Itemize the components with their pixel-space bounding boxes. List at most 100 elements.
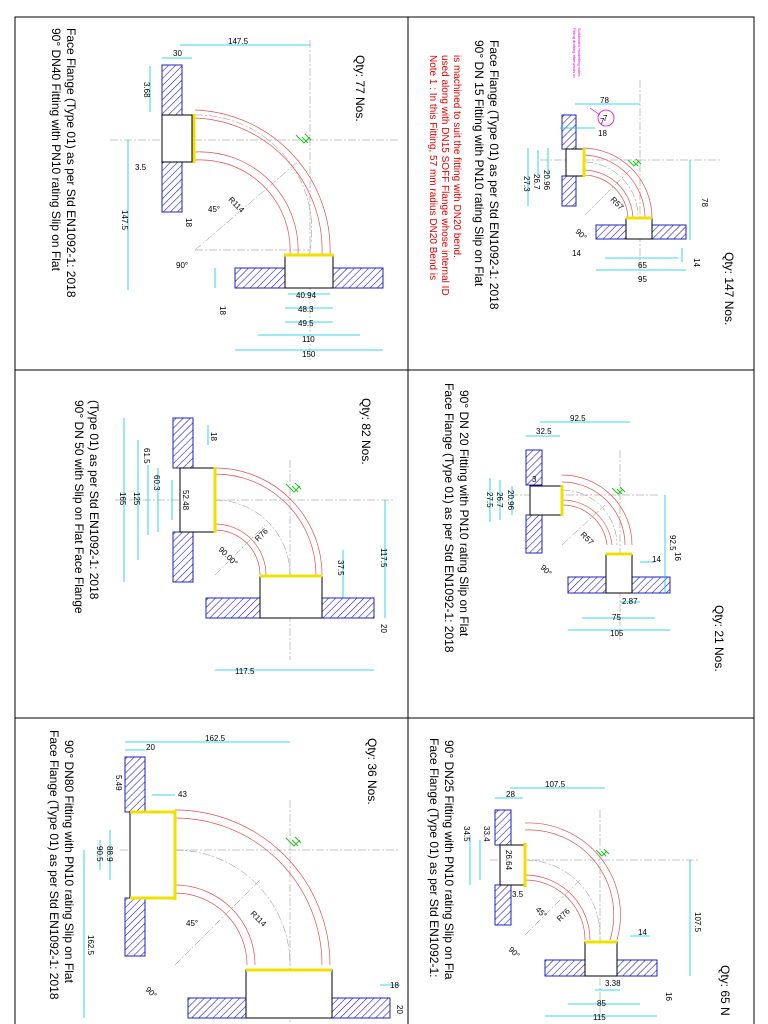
svg-text:90°: 90° bbox=[507, 945, 522, 960]
svg-text:3.5: 3.5 bbox=[512, 890, 524, 899]
svg-text:147.5: 147.5 bbox=[228, 37, 249, 46]
svg-text:3.5: 3.5 bbox=[135, 163, 147, 172]
svg-text:30: 30 bbox=[173, 49, 182, 58]
svg-text:20: 20 bbox=[395, 1005, 404, 1014]
svg-text:18: 18 bbox=[390, 981, 399, 990]
svg-text:88.9: 88.9 bbox=[105, 846, 114, 862]
svg-text:Fitting drafting afterwards to: Fitting drafting afterwards to bbox=[572, 28, 577, 78]
svg-text:14: 14 bbox=[652, 555, 661, 564]
svg-text:16: 16 bbox=[664, 992, 673, 1001]
cell-title-line2: (Type 01) as per Std EN1092-1: 2018 bbox=[87, 400, 101, 600]
cell-title-line2: Face Flange (Type 01) as per Std EN1092-… bbox=[64, 28, 78, 298]
svg-text:Solidworks modelling notes: Solidworks modelling notes bbox=[577, 28, 582, 76]
cell-dn20: 90° DN 20 Fitting with PN10 rating Slip … bbox=[442, 383, 726, 672]
svg-text:3.38: 3.38 bbox=[605, 979, 621, 988]
svg-text:78: 78 bbox=[600, 96, 609, 105]
svg-text:33.4: 33.4 bbox=[482, 826, 491, 842]
qty-label: Qty: 82 Nos. bbox=[359, 398, 373, 465]
svg-text:34.5: 34.5 bbox=[462, 826, 471, 842]
svg-text:3.68: 3.68 bbox=[142, 82, 151, 98]
qty-label: Qty: 36 Nos. bbox=[365, 738, 379, 805]
svg-text:18: 18 bbox=[209, 432, 218, 441]
svg-text:27.5: 27.5 bbox=[485, 492, 494, 508]
svg-text:45°: 45° bbox=[534, 905, 549, 920]
svg-text:26.7: 26.7 bbox=[495, 492, 504, 508]
qty-label: Qty: 147 Nos. bbox=[722, 252, 736, 325]
cell-dn25: 90° DN25 Fitting with PN10 rating Slip o… bbox=[427, 738, 732, 1022]
qty-label: Qty: 65 N bbox=[718, 965, 732, 1016]
svg-text:40.94: 40.94 bbox=[296, 291, 317, 300]
svg-text:90°: 90° bbox=[176, 261, 188, 270]
cell-dn50: 90° DN 50 with Slip on Flat Face Flange … bbox=[72, 398, 395, 676]
svg-text:150: 150 bbox=[302, 350, 316, 359]
svg-text:162.5: 162.5 bbox=[86, 935, 95, 956]
cell-title-line2: Face Flange (Type 01) as per Std EN1092-… bbox=[442, 383, 456, 653]
svg-text:R76: R76 bbox=[555, 906, 572, 923]
svg-text:7: 7 bbox=[600, 117, 605, 126]
svg-text:R114: R114 bbox=[249, 909, 269, 929]
svg-text:165: 165 bbox=[118, 492, 127, 506]
cell-title-line1: 90° DN 20 Fitting with PN10 rating Slip … bbox=[457, 390, 471, 637]
svg-text:27.3: 27.3 bbox=[522, 176, 531, 192]
svg-text:20.96: 20.96 bbox=[506, 490, 515, 511]
note-line3: is machined to suit the fitting with DN2… bbox=[451, 55, 462, 258]
svg-text:92.5: 92.5 bbox=[668, 535, 677, 551]
svg-text:28: 28 bbox=[506, 790, 515, 799]
svg-text:20.96: 20.96 bbox=[542, 170, 551, 191]
svg-text:26.64: 26.64 bbox=[504, 850, 513, 871]
cell-title-line1: 90° DN 50 with Slip on Flat Face Flange bbox=[72, 400, 86, 614]
svg-text:20: 20 bbox=[146, 743, 155, 752]
svg-text:117.5: 117.5 bbox=[379, 548, 388, 568]
svg-text:90°: 90° bbox=[144, 985, 159, 1000]
svg-text:105: 105 bbox=[610, 629, 624, 638]
svg-text:75: 75 bbox=[612, 613, 621, 622]
svg-text:125: 125 bbox=[132, 492, 141, 506]
svg-text:52.48: 52.48 bbox=[181, 490, 190, 511]
note-line2: used along with DN15 SOFF Flange whose i… bbox=[439, 55, 450, 296]
svg-text:R114: R114 bbox=[227, 195, 247, 215]
note-line1: Note 1 : In this Fitting, 57 mm radius D… bbox=[427, 55, 438, 280]
cell-title-line1: 90° DN25 Fitting with PN10 rating Slip o… bbox=[442, 740, 456, 980]
svg-text:117.5: 117.5 bbox=[235, 667, 255, 676]
svg-text:49.5: 49.5 bbox=[298, 319, 314, 328]
svg-text:45°: 45° bbox=[186, 919, 198, 928]
svg-text:115: 115 bbox=[593, 1013, 606, 1022]
svg-text:162.5: 162.5 bbox=[205, 734, 226, 743]
svg-text:2.87: 2.87 bbox=[622, 597, 638, 606]
svg-text:61.5: 61.5 bbox=[142, 448, 151, 464]
svg-text:18: 18 bbox=[598, 129, 607, 138]
svg-text:5.49: 5.49 bbox=[114, 775, 123, 791]
callout-label: 7 bbox=[603, 114, 608, 123]
svg-text:85: 85 bbox=[597, 999, 606, 1008]
svg-text:45°: 45° bbox=[208, 205, 220, 214]
svg-text:37.5: 37.5 bbox=[336, 560, 345, 576]
svg-text:14: 14 bbox=[572, 249, 581, 258]
svg-text:18: 18 bbox=[184, 218, 193, 227]
svg-text:48.3: 48.3 bbox=[298, 305, 314, 314]
svg-text:16: 16 bbox=[673, 552, 682, 561]
svg-text:90.00°: 90.00° bbox=[217, 545, 240, 568]
cell-title-line1: 90° DN40 Fitting with PN10 rating Slip o… bbox=[49, 28, 63, 272]
qty-label: Qty: 21 Nos. bbox=[712, 605, 726, 672]
svg-text:14: 14 bbox=[692, 258, 701, 267]
cell-dn40: 90° DN40 Fitting with PN10 rating Slip o… bbox=[49, 28, 400, 360]
svg-text:107.5: 107.5 bbox=[693, 912, 702, 933]
svg-text:147.5: 147.5 bbox=[120, 210, 129, 231]
qty-label: Qty: 77 Nos. bbox=[353, 55, 367, 122]
cell-dn15: 90° DN 15 Fitting with PN10 rating Slip … bbox=[427, 28, 736, 325]
callout-circle bbox=[597, 109, 615, 127]
svg-text:14: 14 bbox=[638, 928, 647, 937]
svg-text:32.5: 32.5 bbox=[536, 427, 552, 436]
svg-text:20: 20 bbox=[379, 624, 388, 633]
svg-text:92.5: 92.5 bbox=[570, 414, 586, 423]
cell-dn80: 90° DN80 Fitting with PN10 rating Slip o… bbox=[47, 730, 404, 1024]
svg-text:26.7: 26.7 bbox=[532, 174, 541, 190]
cell-title-line2: Face Flange (Type 01) as per Std EN1092-… bbox=[427, 738, 441, 977]
cell-title-line2: Face Flange (Type 01) as per Std EN1092-… bbox=[47, 730, 61, 1000]
svg-text:3: 3 bbox=[532, 475, 537, 484]
svg-text:90°: 90° bbox=[539, 563, 554, 578]
svg-text:90.5: 90.5 bbox=[95, 846, 104, 862]
cell-title-line1: 90° DN80 Fitting with PN10 rating Slip o… bbox=[62, 740, 76, 984]
svg-text:78: 78 bbox=[700, 198, 709, 207]
